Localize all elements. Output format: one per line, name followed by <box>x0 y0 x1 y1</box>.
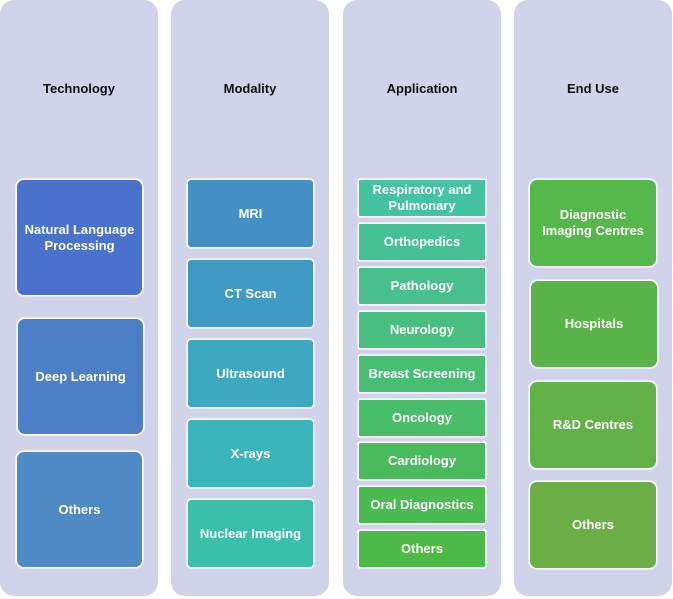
column-application: Application Respiratory and Pulmonary Or… <box>343 0 501 596</box>
column-technology: Technology Natural Language Processing D… <box>0 0 158 596</box>
application-item-breast-screening: Breast Screening <box>358 355 486 393</box>
column-title-application: Application <box>386 81 458 96</box>
application-item-respiratory: Respiratory and Pulmonary <box>358 179 486 217</box>
end-use-item-others: Others <box>529 481 657 569</box>
application-item-oral-diagnostics: Oral Diagnostics <box>358 486 486 524</box>
application-item-oncology: Oncology <box>358 399 486 437</box>
end-use-item-hospitals: Hospitals <box>530 280 658 368</box>
modality-item-mri: MRI <box>187 179 314 248</box>
technology-item-nlp: Natural Language Processing <box>16 179 143 296</box>
application-item-pathology: Pathology <box>358 267 486 305</box>
application-item-orthopedics: Orthopedics <box>358 223 486 261</box>
column-modality: Modality MRI CT Scan Ultrasound X-rays N… <box>171 0 329 596</box>
end-use-item-rd-centres: R&D Centres <box>529 381 657 469</box>
application-item-cardiology: Cardiology <box>358 442 486 480</box>
column-end-use: End Use Diagnostic Imaging Centres Hospi… <box>514 0 672 596</box>
technology-item-others: Others <box>16 451 143 568</box>
end-use-item-diagnostic-imaging: Diagnostic Imaging Centres <box>529 179 657 267</box>
application-item-neurology: Neurology <box>358 311 486 349</box>
modality-item-nuclear-imaging: Nuclear Imaging <box>187 499 314 568</box>
column-title-technology: Technology <box>43 81 115 96</box>
column-title-end-use: End Use <box>566 81 619 96</box>
column-title-modality: Modality <box>223 81 277 96</box>
application-item-others: Others <box>358 530 486 568</box>
modality-item-ultrasound: Ultrasound <box>187 339 314 408</box>
modality-item-x-rays: X-rays <box>187 419 314 488</box>
modality-item-ct-scan: CT Scan <box>187 259 314 328</box>
technology-item-deep-learning: Deep Learning <box>17 318 144 435</box>
